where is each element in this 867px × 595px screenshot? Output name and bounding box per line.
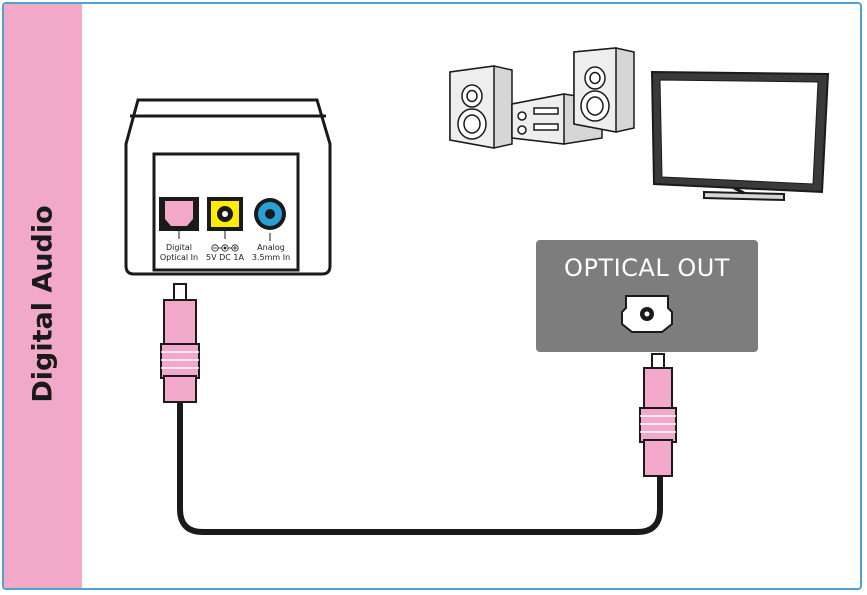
power-label-line1: 5V DC 1A <box>206 253 244 262</box>
optical-plug-left-icon <box>160 283 200 403</box>
optical-out-port-icon <box>621 295 673 333</box>
optical-in-label-line1: Digital <box>166 243 192 252</box>
side-band: Digital Audio <box>4 4 82 588</box>
optical-in-label: Digital Optical In <box>154 243 204 263</box>
connection-diagram <box>124 47 830 535</box>
optical-cable <box>177 401 663 535</box>
analog-port-icon <box>254 198 286 230</box>
television-icon <box>650 70 830 202</box>
optical-in-label-line2: Optical In <box>159 253 199 262</box>
optical-in-port-icon <box>159 197 199 231</box>
optical-out-label: OPTICAL OUT <box>564 254 730 282</box>
optical-out-panel: OPTICAL OUT <box>536 240 758 352</box>
analog-label-line2: 3.5mm In <box>251 253 291 262</box>
optical-plug-right-icon <box>639 353 677 477</box>
power-label: 5V DC 1A <box>200 253 250 263</box>
polarity-symbol-icon <box>211 244 239 252</box>
analog-label-line1: Analog <box>257 243 285 252</box>
power-port-icon <box>207 197 243 231</box>
receiver-device-icon <box>124 98 332 276</box>
analog-label: Analog 3.5mm In <box>248 243 294 263</box>
stereo-system-icon <box>449 47 635 149</box>
